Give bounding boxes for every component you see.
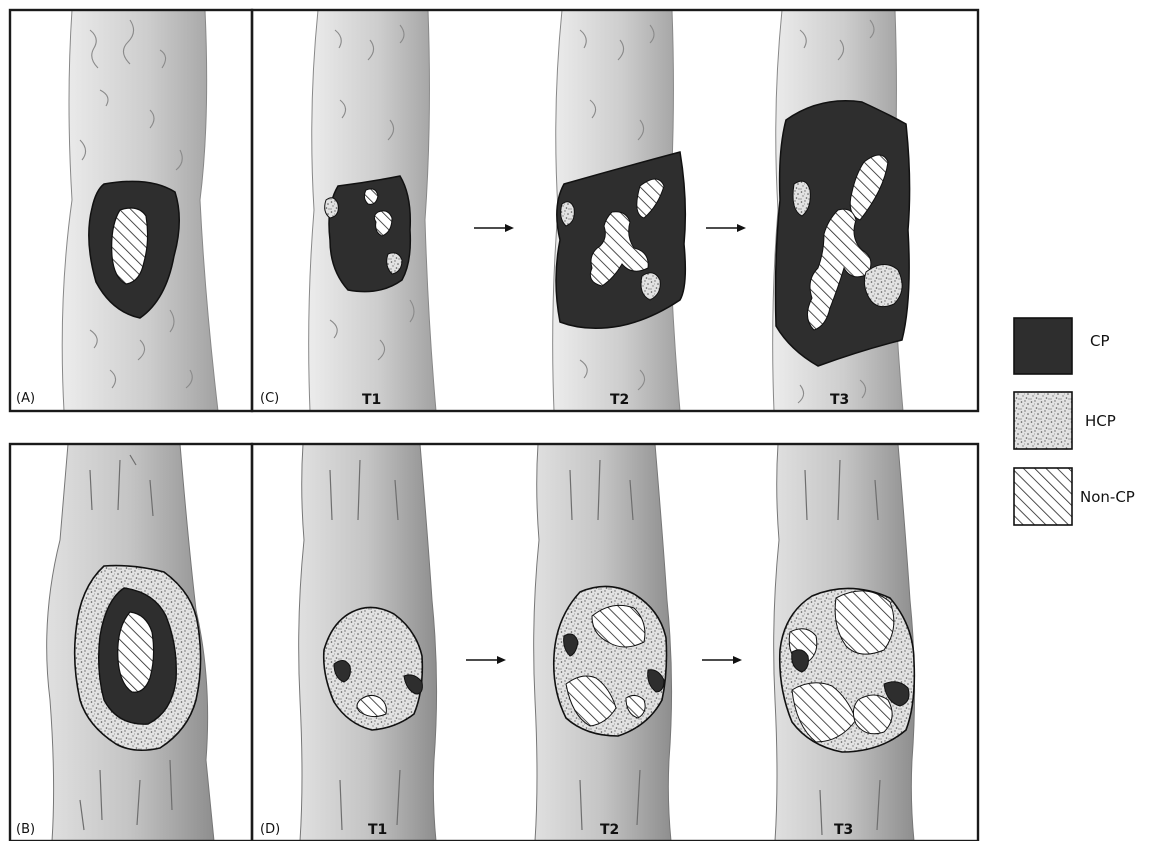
lesion-c-t3 xyxy=(776,101,910,366)
arrow-d-2 xyxy=(702,656,742,664)
stage-label-d-t2: T2 xyxy=(600,822,619,838)
legend-swatch-hcp xyxy=(1014,392,1072,449)
legend-label-hcp: HCP xyxy=(1085,412,1116,430)
panel-a-label: (A) xyxy=(16,391,35,406)
stage-label-c-t3: T3 xyxy=(830,392,849,408)
stage-label-d-t1: T1 xyxy=(368,822,387,838)
lesion-d-t2 xyxy=(554,586,667,736)
arrow-c-2 xyxy=(706,224,746,232)
stage-label-c-t2: T2 xyxy=(610,392,629,408)
panel-d-label: (D) xyxy=(260,822,280,837)
legend-label-cp: CP xyxy=(1090,332,1110,350)
legend: CP HCP Non-CP xyxy=(1014,318,1135,525)
lesion-b xyxy=(75,566,201,751)
panel-b-label: (B) xyxy=(16,822,35,837)
panel-c-label: (C) xyxy=(260,391,279,406)
legend-swatch-cp xyxy=(1014,318,1072,374)
legend-label-noncp: Non-CP xyxy=(1080,488,1135,506)
lesion-d-t3 xyxy=(780,588,915,752)
arrow-c-1 xyxy=(474,224,514,232)
stage-label-c-t1: T1 xyxy=(362,392,381,408)
legend-swatch-noncp xyxy=(1014,468,1072,525)
lesion-c-t1 xyxy=(325,176,411,292)
stage-label-d-t3: T3 xyxy=(834,822,853,838)
arrow-d-1 xyxy=(466,656,506,664)
